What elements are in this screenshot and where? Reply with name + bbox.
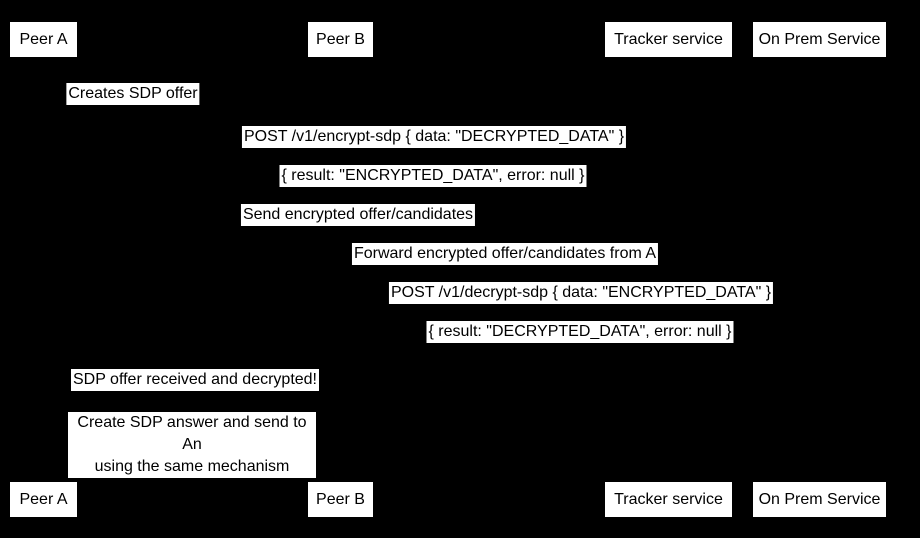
participant-tracker-service-bottom: Tracker service [605,482,732,517]
participant-peer-b-top: Peer B [308,22,373,57]
participant-on-prem-service-top: On Prem Service [753,22,886,57]
message-send-encrypted-offer: Send encrypted offer/candidates [240,204,476,226]
message-creates-sdp-offer: Creates SDP offer [66,83,200,105]
participant-peer-a-top: Peer A [10,22,77,57]
message-sdp-offer-received: SDP offer received and decrypted! [71,369,319,391]
participant-peer-a-bottom: Peer A [10,482,77,517]
participant-peer-b-bottom: Peer B [308,482,373,517]
participant-tracker-service-top: Tracker service [605,22,732,57]
message-forward-encrypted-offer: Forward encrypted offer/candidates from … [351,243,659,265]
note-line-2: using the same mechanism [94,458,290,475]
participant-on-prem-service-bottom: On Prem Service [753,482,886,517]
note-create-sdp-answer: Create SDP answer and send to An using t… [68,412,316,478]
note-line-1: Create SDP answer and send to An [77,414,307,453]
message-post-decrypt-sdp: POST /v1/decrypt-sdp { data: "ENCRYPTED_… [388,282,774,304]
message-result-decrypted-data: { result: "DECRYPTED_DATA", error: null … [426,321,734,343]
message-result-encrypted-data: { result: "ENCRYPTED_DATA", error: null … [279,165,587,187]
message-post-encrypt-sdp: POST /v1/encrypt-sdp { data: "DECRYPTED_… [241,126,627,148]
